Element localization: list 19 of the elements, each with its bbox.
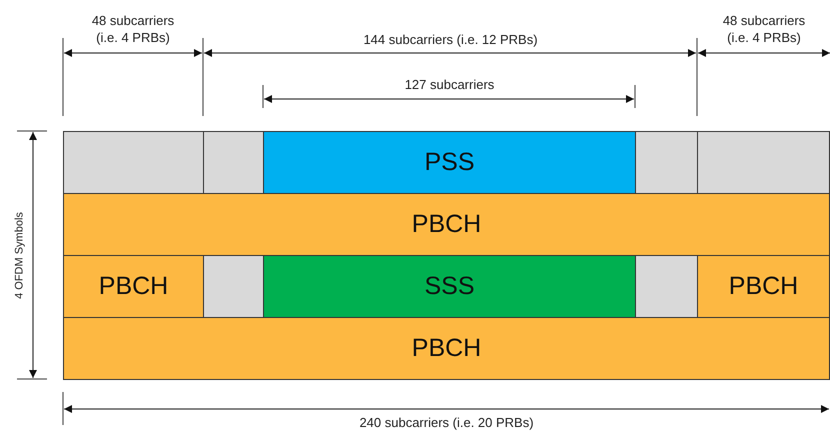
block-label: PBCH (98, 272, 168, 301)
signal-block (263, 255, 636, 318)
dimension-label: 127 subcarriers (404, 76, 496, 93)
dimension-label: 48 subcarriers (i.e. 4 PRBs) (90, 12, 176, 46)
block-label: PBCH (412, 210, 482, 239)
signal-block (63, 317, 830, 380)
dimension-label: 144 subcarriers (i.e. 12 PRBs) (362, 31, 539, 48)
signal-block (263, 131, 636, 194)
empty-block (203, 255, 264, 318)
signal-block (697, 255, 830, 318)
block-label: PSS (424, 148, 475, 177)
block-label: PBCH (412, 334, 482, 363)
dimension-label: 240 subcarriers (i.e. 20 PRBs) (358, 414, 535, 431)
empty-block (203, 131, 264, 194)
block-label: SSS (424, 272, 475, 301)
signal-block (63, 193, 830, 256)
block-label: PBCH (728, 272, 798, 301)
dimension-label: 48 subcarriers (i.e. 4 PRBs) (722, 12, 806, 46)
signal-block (63, 255, 204, 318)
